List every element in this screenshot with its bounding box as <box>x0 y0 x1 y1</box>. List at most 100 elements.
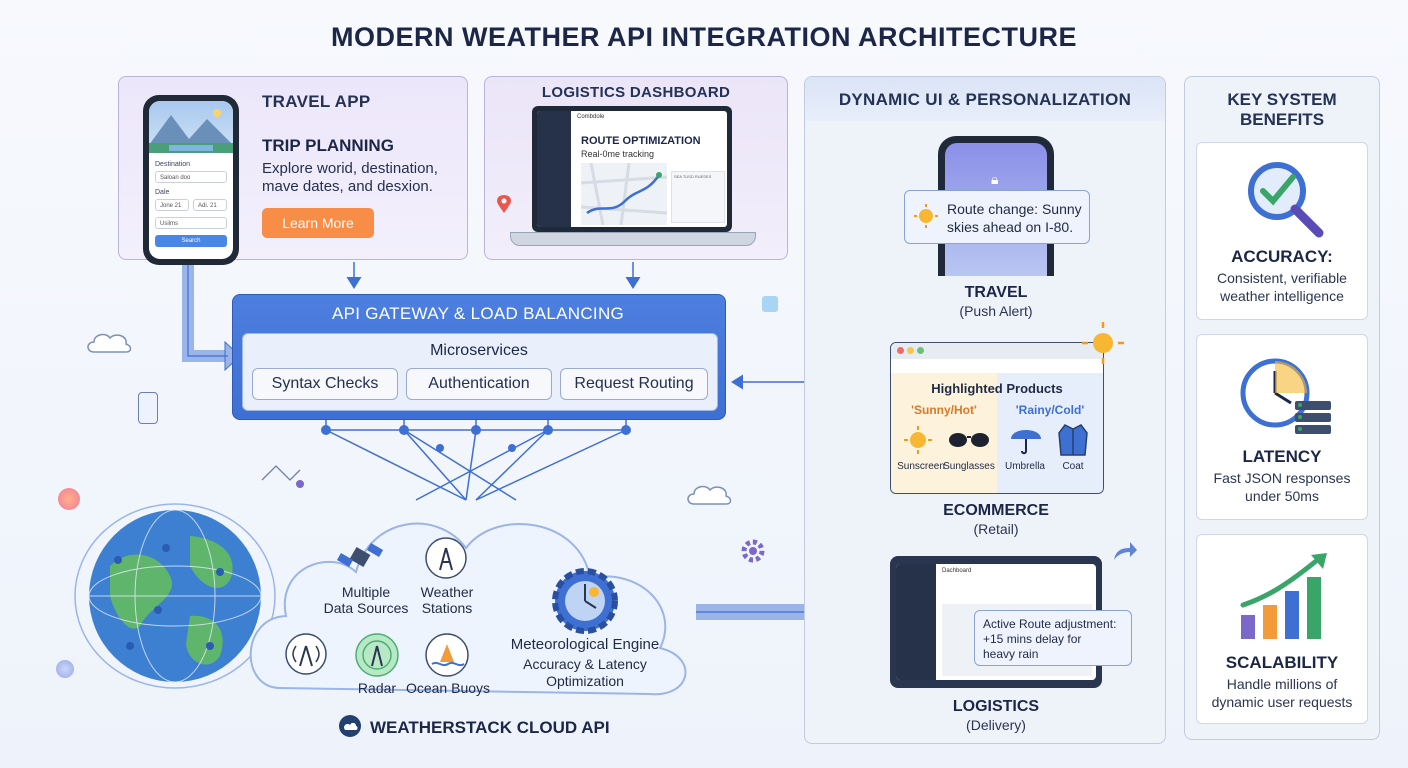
travel-caption-title: TRAVEL <box>964 284 1028 301</box>
radar-icon <box>355 633 399 677</box>
decor-sun-icon <box>1082 322 1124 364</box>
travel-app-header: TRAVEL APP <box>262 92 371 111</box>
phone-screen: Destination Saloan doo Dale Jone 21 Adi.… <box>149 101 233 259</box>
ocean-buoy-icon <box>425 633 469 677</box>
radio-tower-icon <box>285 633 327 675</box>
travel-alert-line1: Route change: Sunny <box>947 201 1082 217</box>
umbrella-label: Umbrella <box>1004 461 1045 472</box>
sunscreen-icon <box>904 426 932 454</box>
travel-desc-line2: mave dates, and desxion. <box>262 178 433 195</box>
logistics-caption-title: LOGISTICS <box>952 698 1040 715</box>
benefit-card-accuracy: ACCURACY: Consistent, verifiable weather… <box>1196 142 1368 320</box>
logistics-dashboard-screen-title: Dachboard <box>942 568 972 574</box>
benefit-card-latency: LATENCY Fast JSON responses under 50ms <box>1196 334 1368 520</box>
latency-desc-1: Fast JSON responses <box>1213 470 1351 486</box>
route-map <box>581 163 667 225</box>
decor-square <box>762 296 778 312</box>
laptop-list-head: SEA TUSD RUESES <box>674 174 712 179</box>
laptop-base <box>510 232 756 246</box>
engine-sub-line1: Accuracy & Latency <box>523 656 647 672</box>
date-field-1[interactable]: Jone 21 <box>155 199 189 211</box>
travelers-select[interactable]: Usilms <box>155 217 227 229</box>
decor-cloud-icon-2 <box>687 485 732 505</box>
phone-search-button[interactable]: Search <box>155 235 227 247</box>
page-title: MODERN WEATHER API INTEGRATION ARCHITECT… <box>331 22 1077 52</box>
sunscreen-label: Sunscreen <box>897 461 945 472</box>
request-routing-pill: Request Routing <box>560 368 708 400</box>
logistics-caption-sub: (Delivery) <box>966 717 1026 733</box>
meteorological-engine-title: Meteorological Engine <box>510 636 660 653</box>
accuracy-title: ACCURACY: <box>1231 247 1333 266</box>
lock-icon: 🔒︎ <box>991 171 999 187</box>
decor-orb-2 <box>56 660 74 678</box>
rainy-cold-label: 'Rainy/Cold' <box>1015 403 1085 417</box>
share-arrow-icon <box>1114 542 1137 560</box>
meteorological-engine-icon <box>552 568 618 634</box>
travel-caption-sub: (Push Alert) <box>959 303 1033 319</box>
laptop-brand: Combdole <box>577 114 605 120</box>
phone-mockup: Destination Saloan doo Dale Jone 21 Adi.… <box>143 95 239 265</box>
ecommerce-browser: Highlighted Products 'Sunny/Hot' 'Rainy/… <box>890 342 1104 494</box>
arrow-phone-gateway <box>182 262 228 362</box>
ecommerce-caption-sub: (Retail) <box>973 521 1019 537</box>
learn-more-button[interactable]: Learn More <box>262 208 374 238</box>
coat-icon <box>1058 424 1088 456</box>
authentication-pill: Authentication <box>406 368 552 400</box>
coat-label: Coat <box>1062 461 1084 472</box>
logistics-dashboard-header: LOGISTICS DASHBOARD <box>541 84 731 101</box>
microservices-label: Microservices <box>430 342 528 359</box>
logistics-alert-line1: Active Route adjustment: <box>983 617 1117 631</box>
growth-chart-icon <box>1240 553 1327 639</box>
dynamic-ui-header: DYNAMIC UI & PERSONALIZATION <box>838 90 1132 109</box>
magnifier-check-icon <box>1248 162 1324 238</box>
mountain-lake-icon <box>149 109 233 153</box>
scalability-title: SCALABILITY <box>1225 653 1339 672</box>
date-field-2[interactable]: Adi. 21 <box>193 199 227 211</box>
decor-phone-icon <box>138 392 158 424</box>
sun-icon <box>914 204 938 228</box>
benefit-card-scalability: SCALABILITY Handle millions of dynamic u… <box>1196 534 1368 724</box>
real-time-tracking-label: Real-0me tracking <box>581 149 655 159</box>
decor-gear-icon <box>741 539 765 563</box>
sunglasses-label: Sunglasses <box>943 461 995 472</box>
travel-desc-line1: Explore worid, destination, <box>262 160 438 177</box>
network-lines <box>325 418 627 501</box>
sunny-hot-label: 'Sunny/Hot' <box>911 403 977 417</box>
sunglasses-icon <box>949 433 989 447</box>
weather-station-icon <box>425 537 467 579</box>
latency-title: LATENCY <box>1242 447 1322 466</box>
scalability-desc-1: Handle millions of <box>1226 676 1338 692</box>
radar-label: Radar <box>357 680 397 696</box>
decor-orb <box>58 488 80 510</box>
accuracy-desc-1: Consistent, verifiable <box>1217 270 1347 286</box>
ocean-buoys-label: Ocean Buoys <box>405 680 491 696</box>
weatherstack-brand: WEATHERSTACK CLOUD API <box>370 718 610 737</box>
destination-label: Destination <box>155 161 191 168</box>
weatherstack-logo-icon <box>339 715 361 737</box>
umbrella-icon <box>1011 430 1041 455</box>
travel-push-alert[interactable]: Route change: Sunny skies ahead on I-80. <box>904 190 1090 244</box>
route-optimization-title: ROUTE OPTIMIZATION <box>581 135 701 147</box>
destination-field[interactable]: Saloan doo <box>155 171 227 183</box>
latency-desc-2: under 50ms <box>1245 488 1319 504</box>
engine-sub-line2: Optimization <box>546 673 624 689</box>
trip-planning-title: TRIP PLANNING <box>262 136 394 155</box>
laptop-screen: Combdole ROUTE OPTIMIZATION Real-0me tra… <box>532 106 732 232</box>
clock-server-icon <box>1240 358 1331 434</box>
globe-icon <box>74 503 276 689</box>
syntax-checks-pill: Syntax Checks <box>252 368 398 400</box>
map-pin-icon <box>497 195 511 213</box>
logistics-route-alert[interactable]: Active Route adjustment: +15 mins delay … <box>974 610 1132 666</box>
scalability-desc-2: dynamic user requests <box>1211 694 1353 710</box>
landscape-image <box>149 101 233 153</box>
api-gateway-title: API GATEWAY & LOAD BALANCING <box>331 304 625 323</box>
decor-cloud-icon <box>87 333 132 353</box>
satellite-icon <box>336 543 384 568</box>
logistics-alert-line3: heavy rain <box>983 647 1039 661</box>
travel-alert-line2: skies ahead on I-80. <box>947 219 1074 235</box>
highlighted-products-title: Highlighted Products <box>931 381 1063 396</box>
ecommerce-caption-title: ECOMMERCE <box>943 502 1049 519</box>
